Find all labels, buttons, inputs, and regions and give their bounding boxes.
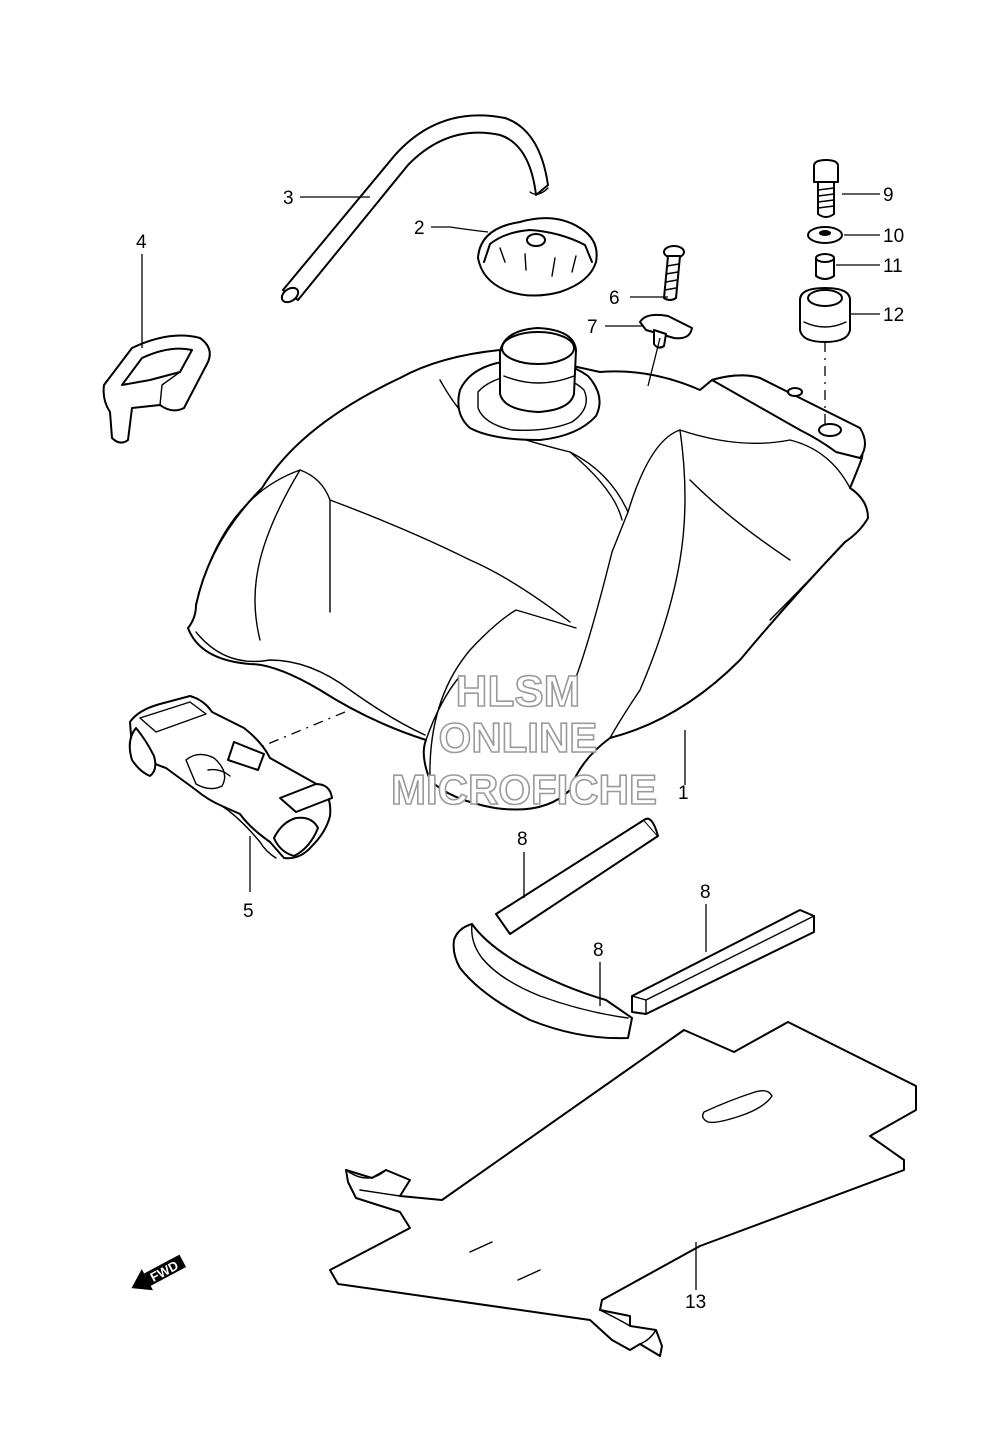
watermark-line-3: MICROFICHE xyxy=(391,766,657,813)
callout-11: 11 xyxy=(883,256,903,277)
callout-1: 1 xyxy=(678,783,689,804)
watermark: HLSM ONLINE MICROFICHE xyxy=(390,666,658,814)
part-9-bolt[interactable] xyxy=(813,159,839,218)
part-5-strap-holder[interactable] xyxy=(128,695,333,860)
callout-2: 2 xyxy=(414,218,425,239)
callout-12: 12 xyxy=(883,305,904,326)
part-11-collar[interactable] xyxy=(815,253,835,280)
callout-3: 3 xyxy=(283,188,294,209)
part-10-washer[interactable] xyxy=(807,226,843,244)
part-12-cushion[interactable] xyxy=(799,287,851,343)
leader-lines xyxy=(141,193,880,1290)
callout-4: 4 xyxy=(136,232,147,253)
part-1-fuel-tank[interactable] xyxy=(187,327,869,811)
callout-7: 7 xyxy=(587,317,598,338)
part-3-breather-hose[interactable] xyxy=(279,114,549,305)
callout-8-a: 8 xyxy=(517,829,528,850)
part-13-heat-protector[interactable] xyxy=(329,1021,917,1357)
callout-13: 13 xyxy=(685,1292,706,1313)
callout-labels: 1 2 3 4 5 6 7 8 8 8 9 10 11 12 13 xyxy=(136,185,904,1313)
callout-5: 5 xyxy=(243,901,254,922)
part-4-mount-bracket[interactable] xyxy=(102,334,211,444)
callout-8-c: 8 xyxy=(593,940,604,961)
part-6-screw[interactable] xyxy=(663,245,685,301)
fwd-label: FWD xyxy=(148,1258,181,1285)
watermark-line-2: ONLINE xyxy=(439,714,598,761)
part-8-cushion-c[interactable] xyxy=(631,909,815,1015)
part-2-fuel-cap[interactable] xyxy=(477,217,598,297)
callout-6: 6 xyxy=(609,288,620,309)
callout-9: 9 xyxy=(883,185,894,206)
part-7-clip[interactable] xyxy=(639,313,693,349)
fwd-arrow-icon: FWD xyxy=(131,1254,187,1291)
callout-8-b: 8 xyxy=(700,882,711,903)
watermark-line-1: HLSM xyxy=(456,667,581,716)
callout-10: 10 xyxy=(883,226,904,247)
part-8-cushion-a[interactable] xyxy=(495,817,659,935)
part-8-cushion-b[interactable] xyxy=(452,923,633,1040)
